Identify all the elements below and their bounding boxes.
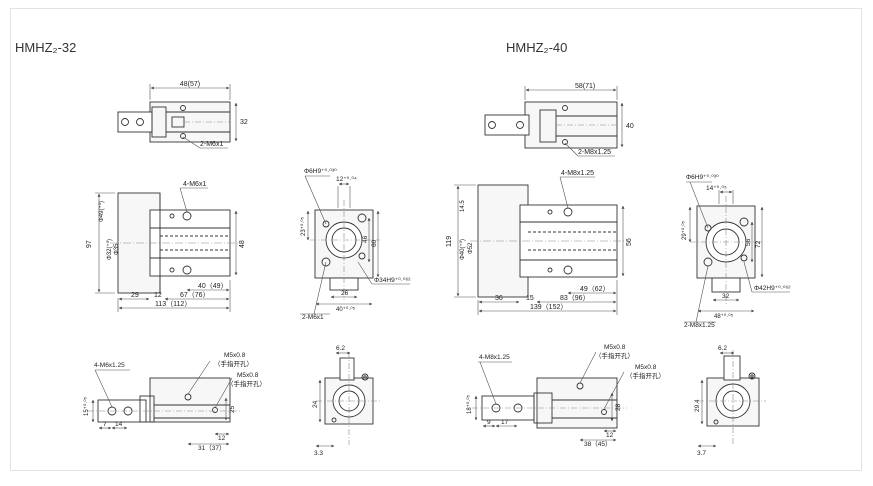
m32-front-d1-label: Φ49(⁺⁰)	[98, 201, 105, 222]
m32-side-view	[300, 175, 410, 315]
m32-bottom-thread-label: 4-M6x1.25	[94, 362, 125, 369]
m40-end-top-label: 6.2	[718, 345, 727, 352]
model-title-40: HMHZ₂-40	[506, 40, 568, 55]
m40-front-thread-label: 4-M8x1.25	[561, 170, 594, 177]
m40-front-dd-label: 14.5	[460, 200, 466, 212]
m40-end-left-label: 29.4	[694, 399, 701, 412]
m40-top-view	[484, 86, 624, 157]
m32-side-v1-label: 23⁺⁰·⁰⁵	[300, 216, 307, 236]
m32-top-view	[117, 84, 238, 149]
m40-bottom-m2-note: （手指开孔）	[626, 371, 665, 380]
m32-bottom-m1-note: （手指开孔）	[214, 359, 253, 368]
m32-front-w2-label: 12	[154, 292, 162, 299]
m40-front-d1-label: Φ40(⁺⁰)	[459, 239, 466, 260]
m32-bottom-v-label: 15⁺⁰·⁰⁵	[83, 396, 90, 416]
m40-front-w3-label: 83（96）	[560, 294, 590, 302]
m40-side-bore-label: Φ42H9⁺⁰·⁰⁶²	[754, 285, 791, 292]
m40-bottom-thread-label: 4-M8x1.25	[479, 354, 510, 361]
m32-front-w4-label: 40（49）	[198, 282, 228, 290]
m40-front-w1-label: 36	[495, 295, 503, 302]
m32-bottom-d-label: 12	[218, 435, 226, 442]
m40-side-v2-label: 56	[745, 238, 752, 246]
m40-bottom-c-label: 28	[615, 403, 622, 411]
m32-front-d2-label: Φ32(⁺⁰)	[106, 239, 113, 260]
m40-bottom-d-label: 12	[606, 432, 614, 439]
m32-front-w1-label: 29	[131, 292, 139, 299]
m40-bottom-a-label: 9	[487, 419, 491, 426]
m40-front-height-label: 119	[446, 236, 453, 247]
m40-side-view	[684, 181, 790, 323]
m40-side-v1-label: 29⁺⁰·⁰⁵	[681, 220, 688, 240]
m32-side-w-label: 12⁺⁰·⁰⁴	[336, 176, 357, 183]
m40-side-b1-label: 32	[722, 293, 730, 300]
m40-side-thread-label: 2-M8x1.25	[684, 322, 715, 329]
m32-bottom-m2-label: M5x0.8	[237, 372, 259, 379]
m32-bottom-view	[88, 360, 240, 446]
m40-front-view	[454, 176, 625, 315]
m32-front-dd-label: Φ35	[114, 243, 120, 255]
m40-bottom-m1-label: M5x0.8	[604, 344, 626, 351]
m32-side-hole-label: Φ6H9⁺⁰·⁰³⁰	[304, 168, 337, 175]
m32-side-b1-label: 26	[341, 290, 349, 297]
m32-side-v3-label: 60	[371, 239, 378, 247]
m32-side-v2-label: 46	[362, 235, 369, 243]
m32-front-h2-label: 48	[239, 240, 246, 248]
m32-top-width-label: 48(57)	[180, 81, 200, 88]
m32-front-height-label: 97	[86, 240, 93, 248]
m32-bottom-b-label: 14	[115, 421, 123, 428]
m40-bottom-e-label: 38（45）	[584, 440, 611, 448]
m40-bottom-view	[472, 351, 627, 442]
m40-side-v3-label: 72	[755, 240, 762, 248]
m40-bottom-m2-label: M5x0.8	[635, 364, 657, 371]
m32-bottom-a-label: 7	[103, 421, 107, 428]
m40-top-width-label: 58(71)	[575, 83, 595, 90]
model-title-32: HMHZ₂-32	[15, 40, 77, 55]
m40-side-b2-label: 48⁺⁰·⁰⁵	[714, 313, 734, 320]
m40-top-thread-label: 2-M8x1.25	[578, 149, 611, 156]
m40-side-w-label: 14⁺⁰·⁰⁵	[706, 185, 727, 192]
m40-front-total-label: 139（152）	[530, 303, 567, 311]
m32-end-view	[315, 351, 380, 448]
m32-side-bore-label: Φ34H9⁺⁰·⁰⁶²	[374, 277, 411, 284]
m32-side-thread-label: 2-M6x1	[302, 314, 324, 321]
m32-front-w3-label: 67（76）	[180, 291, 210, 299]
m40-bottom-m1-note: （手指开孔）	[595, 351, 634, 360]
m32-top-thread-label: 2-M6x1	[200, 141, 223, 148]
m40-top-height-label: 40	[626, 123, 634, 130]
m40-side-hole-label: Φ6H9⁺⁰·⁰³⁰	[686, 174, 719, 181]
m32-front-total-label: 113（112）	[155, 300, 191, 308]
m40-front-w2-label: 15	[526, 295, 534, 302]
m32-front-thread-label: 4-M6x1	[183, 181, 206, 188]
m40-front-h2-label: 56	[626, 238, 633, 246]
m40-front-w4-label: 49（62）	[580, 285, 610, 293]
m32-bottom-c-label: 25	[229, 405, 236, 413]
m40-front-d2-label: Φ52	[468, 242, 474, 254]
m40-bottom-b-label: 17	[501, 419, 509, 426]
m32-bottom-m2-note: （手指开孔）	[227, 379, 266, 388]
m40-bottom-v-label: 18⁺⁰·⁰⁵	[466, 394, 473, 414]
m32-end-bot-label: 3.3	[314, 450, 323, 457]
m40-end-view	[697, 350, 766, 448]
m32-bottom-e-label: 31（37）	[198, 444, 225, 452]
m32-end-top-label: 6.2	[336, 345, 345, 352]
m40-end-bot-label: 3.7	[697, 450, 706, 457]
m32-side-b2-label: 40⁺⁰·⁰⁵	[336, 306, 356, 313]
m32-front-view	[95, 187, 238, 312]
m32-end-left-label: 24	[312, 400, 319, 408]
m32-top-height-label: 32	[240, 119, 248, 126]
m32-bottom-m1-label: M5x0.8	[224, 352, 246, 359]
